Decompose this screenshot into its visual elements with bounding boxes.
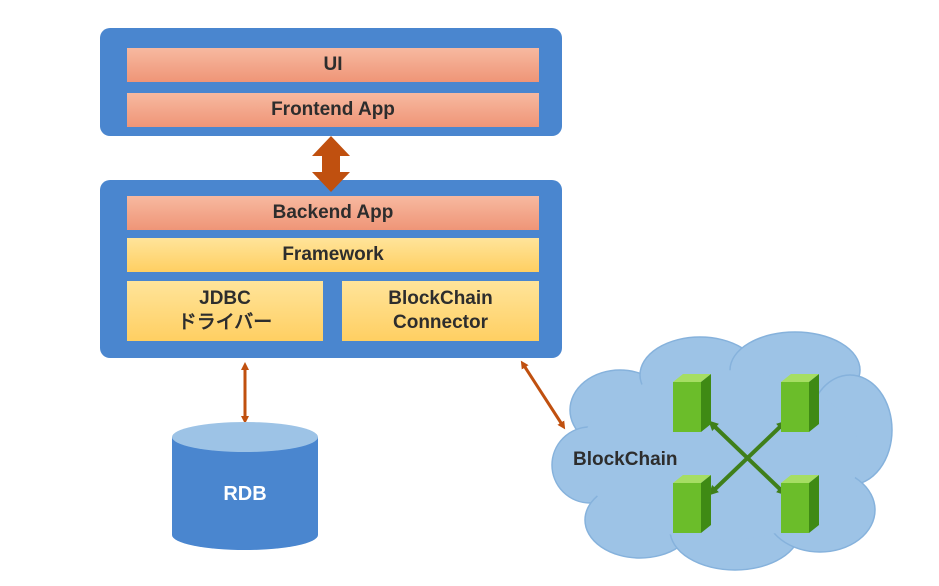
frontend-backend-arrow	[312, 136, 350, 192]
node-bottom-right	[781, 475, 819, 533]
node-bottom-left	[673, 475, 711, 533]
node-top-right	[781, 374, 819, 432]
blockchain-label: BlockChain	[573, 449, 678, 470]
jdbc-label-line1: JDBC	[199, 288, 251, 310]
backend-blockchain-arrow	[520, 360, 566, 430]
connector-label-line1: BlockChain	[388, 288, 493, 310]
blockchain-connector-box: BlockChain Connector	[342, 281, 539, 341]
frontend-app-layer: Frontend App	[127, 93, 539, 127]
framework-label: Framework	[282, 244, 384, 266]
ui-layer: UI	[127, 48, 539, 82]
rdb-cylinder	[172, 422, 318, 550]
rdb-label: RDB	[223, 483, 267, 505]
backend-app-layer: Backend App	[127, 196, 539, 230]
jdbc-driver-box: JDBC ドライバー	[127, 281, 323, 341]
framework-layer: Framework	[127, 238, 539, 272]
ui-layer-label: UI	[323, 54, 343, 76]
node-link-b	[708, 420, 787, 496]
frontend-app-label: Frontend App	[271, 99, 395, 121]
jdbc-label-line2: ドライバー	[177, 312, 273, 333]
backend-app-label: Backend App	[272, 202, 394, 224]
connector-label-line2: Connector	[393, 312, 488, 333]
node-top-left	[673, 374, 711, 432]
